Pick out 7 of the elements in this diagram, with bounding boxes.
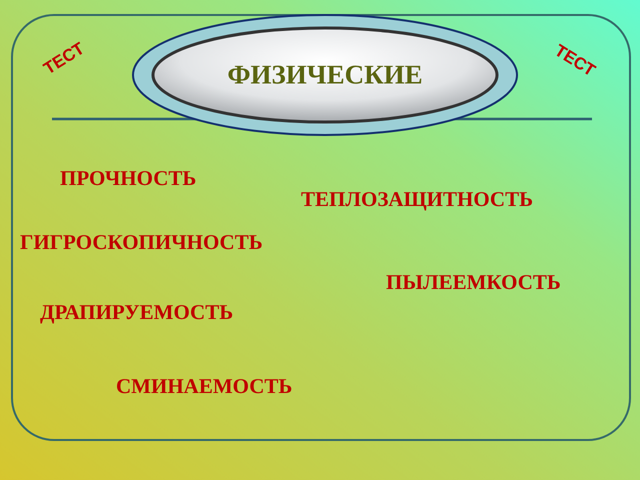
property-label: ГИГРОСКОПИЧНОСТЬ <box>20 232 263 253</box>
property-label: ПРОЧНОСТЬ <box>60 168 196 189</box>
property-label: ДРАПИРУЕМОСТЬ <box>40 302 234 323</box>
property-label: ПЫЛЕЕМКОСТЬ <box>386 272 561 293</box>
property-label: ТЕПЛОЗАЩИТНОСТЬ <box>301 189 533 210</box>
property-label: СМИНАЕМОСТЬ <box>116 376 292 397</box>
heading-text: ФИЗИЧЕСКИЕ <box>226 60 424 90</box>
